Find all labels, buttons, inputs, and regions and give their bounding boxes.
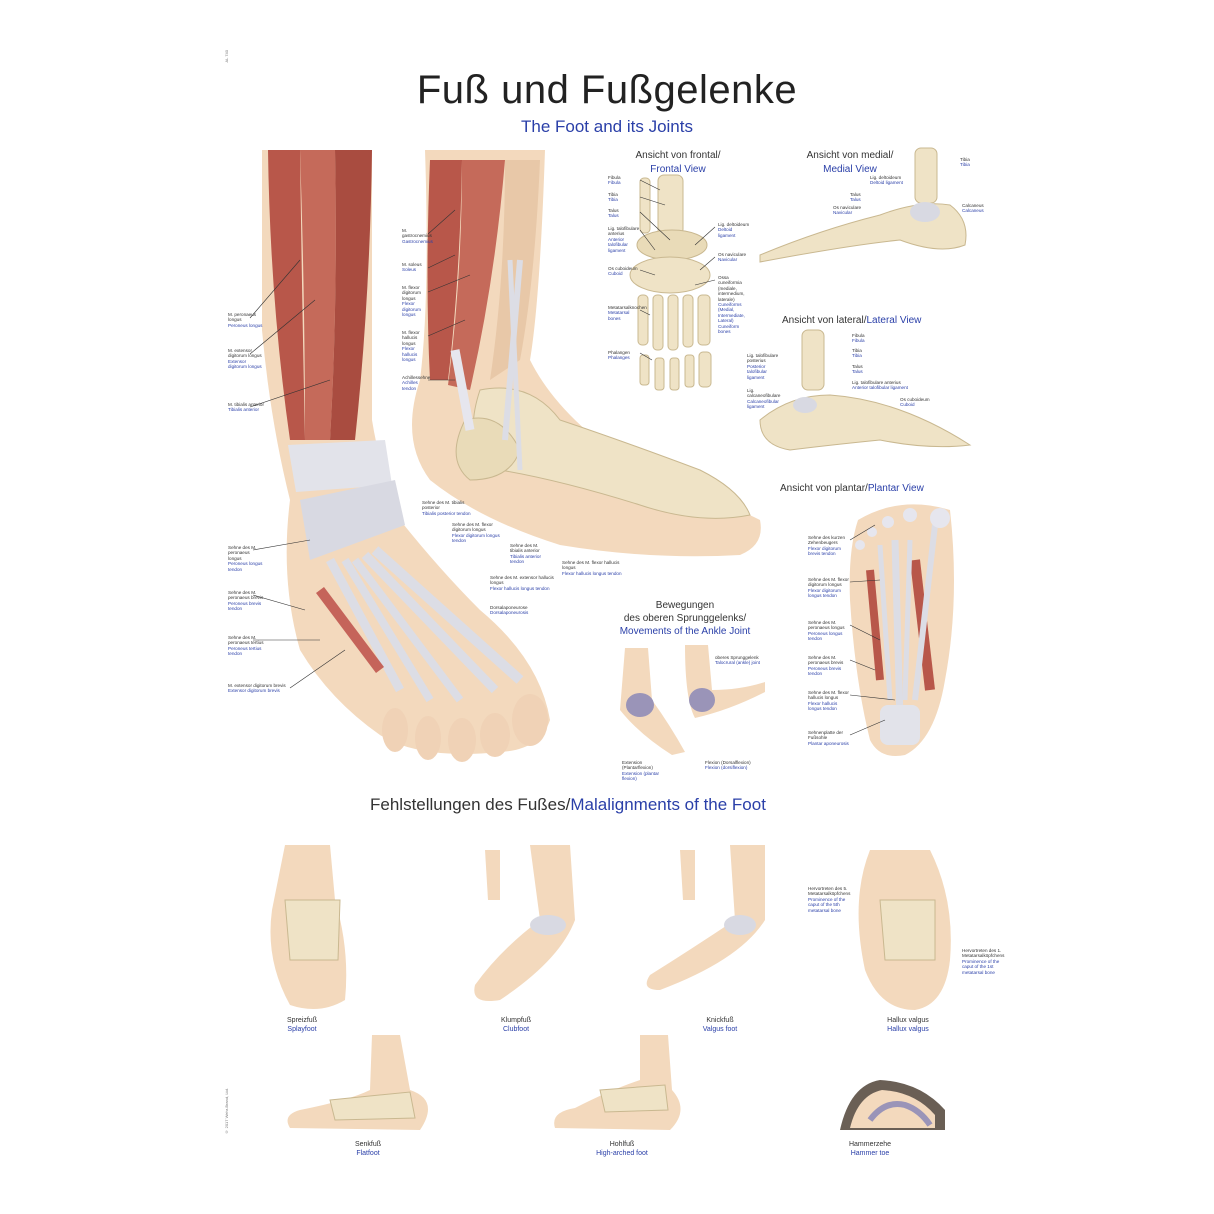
medial-view-en: Medial View [823,164,877,175]
movements-label-extension: Extension (Plantarflexion)Extension (pla… [622,760,660,782]
lateral-view-de: Ansicht von lateral/ [782,315,867,326]
frontal-view-de: Ansicht von frontal/ [635,150,721,161]
poster-title: Fuß und Fußgelenke [416,68,798,112]
frontal-view-en: Frontal View [650,164,706,175]
malalignments-title-en: Malalignments of the Foot [570,795,766,814]
movements-heading: Bewegungen des oberen Sprunggelenks/ Mov… [610,598,760,637]
copyright: © 2017 Wehr-Brand, Ltd. [224,1088,229,1135]
movements-de1: Bewegungen [655,600,715,611]
plantar-view-de: Ansicht von plantar/ [780,483,868,494]
medial-view-heading: Ansicht von medial/ Medial View [790,148,910,176]
malalignments-title-de: Fehlstellungen des Fußes/ [370,795,571,814]
plantar-view-en: Plantar View [867,483,924,494]
frontal-view-heading: Ansicht von frontal/ Frontal View [618,148,738,176]
lateral-view-heading: Ansicht von lateral/Lateral View [782,310,921,328]
poster-subtitle: The Foot and its Joints [521,117,693,136]
lateral-view-en: Lateral View [866,315,922,326]
movements-label-flexion: Flexion (Dorsalflexion)Flexion (dorsifle… [705,760,751,771]
plantar-view-heading: Ansicht von plantar/Plantar View [780,478,924,496]
movements-en: Movements of the Ankle Joint [619,626,751,637]
frontal-label-cuneiforms: Ossa cuneiformia (mediale, intermedium, … [718,275,745,335]
malalignments-title: Fehlstellungen des Fußes/Malalignments o… [370,795,766,815]
movements-de2: des oberen Sprunggelenks/ [623,613,747,624]
medial-view-de: Ansicht von medial/ [806,150,894,161]
